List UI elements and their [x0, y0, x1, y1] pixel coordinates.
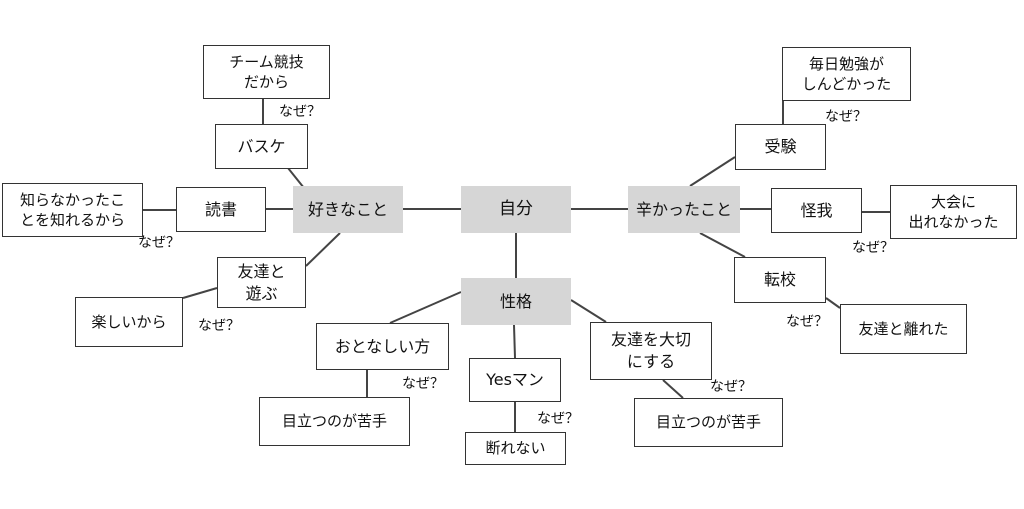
link-pers-yesman: [513, 324, 516, 359]
daily-study-node: 毎日勉強が しんどかった: [782, 47, 911, 101]
why-label-quiet: なぜ？: [402, 376, 444, 392]
link-friends-fun: [182, 287, 218, 299]
yesman-node: Yesマン: [469, 358, 561, 402]
exam-node: 受験: [735, 124, 826, 170]
tournament-node: 大会に 出れなかった: [890, 185, 1017, 239]
why-label-exam: なぜ？: [825, 109, 867, 125]
why-label-cherish: なぜ？: [710, 379, 752, 395]
link-likes-friends: [305, 232, 341, 267]
injury-node: 怪我: [771, 188, 862, 233]
why-label-yesman: なぜ？: [537, 411, 579, 427]
stand-out-node-1: 目立つのが苦手: [259, 397, 410, 446]
center-node: 自分: [461, 186, 571, 233]
fun-node: 楽しいから: [75, 297, 183, 347]
link-pers-quiet: [389, 291, 462, 324]
unknown-node: 知らなかったこ とを知れるから: [2, 183, 143, 237]
cherish-friends-node: 友達を大切 にする: [590, 322, 712, 380]
stand-out-node-2: 目立つのが苦手: [634, 398, 783, 447]
why-label-reading: なぜ？: [138, 235, 180, 251]
reading-node: 読書: [176, 187, 266, 232]
link-hard-exam: [689, 156, 736, 187]
separated-node: 友達と離れた: [840, 304, 967, 354]
link-hard-transfer: [699, 232, 746, 258]
why-label-transfer: なぜ？: [786, 314, 828, 330]
link-cherish-standout: [662, 379, 684, 399]
likes-node: 好きなこと: [293, 186, 403, 233]
basketball-node: バスケ: [215, 124, 308, 169]
link-pers-cherish: [570, 299, 607, 323]
why-label-friends: なぜ？: [198, 318, 240, 334]
link-transfer-separated: [825, 297, 841, 309]
transfer-node: 転校: [734, 257, 826, 303]
cant-refuse-node: 断れない: [465, 432, 566, 465]
link-likes-basketball: [287, 167, 305, 189]
quiet-node: おとなしい方: [316, 323, 449, 370]
team-sport-node: チーム競技 だから: [203, 45, 330, 99]
why-label-basketball: なぜ？: [279, 104, 321, 120]
play-friends-node: 友達と 遊ぶ: [217, 257, 306, 308]
why-label-injury: なぜ？: [852, 240, 894, 256]
hard-node: 辛かったこと: [628, 186, 740, 233]
personality-node: 性格: [461, 278, 571, 325]
